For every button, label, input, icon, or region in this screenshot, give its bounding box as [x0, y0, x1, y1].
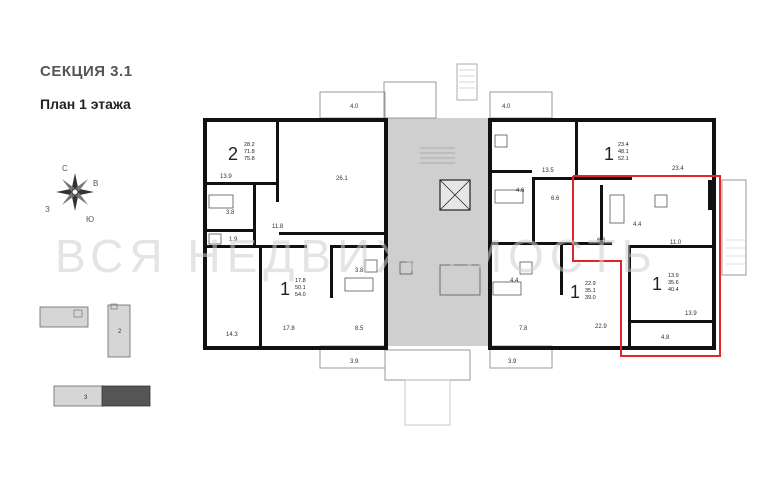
room-area: 4.4 — [510, 278, 519, 284]
room-area: 4.0 — [502, 104, 511, 110]
apartment-living-area: 17.8 — [295, 278, 306, 284]
key-plan-label-2: 2 — [118, 329, 122, 335]
apartment-badge-1b: 1 17.8 50.1 54.0 — [280, 278, 306, 299]
room-area: 4.4 — [633, 222, 642, 228]
room-area: 3.8 — [355, 268, 364, 274]
selected-apartment-outline — [572, 175, 721, 357]
apartment-living-area: 28.2 — [244, 142, 255, 148]
room-area: 4.6 — [516, 188, 525, 194]
apartment-living-area: 22.9 — [585, 281, 596, 287]
interior-walls — [203, 122, 712, 346]
apartment-full-area: 40.4 — [668, 287, 679, 293]
room-area: 26.1 — [336, 176, 348, 182]
key-plan: 2 3 — [39, 303, 151, 407]
apartment-total-area: 35.6 — [668, 280, 679, 286]
apartment-rooms: 1 — [652, 274, 662, 294]
room-area: 14.3 — [226, 332, 238, 338]
apartment-full-area: 39.0 — [585, 295, 596, 301]
apartment-rooms: 1 — [280, 279, 290, 299]
room-area: 11.8 — [272, 224, 284, 230]
bathroom-fixtures — [208, 134, 668, 296]
compass-rose-icon: С В Ю З — [45, 164, 98, 224]
room-area: 3.9 — [350, 359, 359, 365]
apartment-badge-1c: 1 22.9 35.1 39.0 — [570, 281, 596, 302]
stairs — [420, 147, 455, 164]
section-title: СЕКЦИЯ 3.1 — [40, 63, 133, 80]
apartment-total-area: 71.8 — [244, 149, 255, 155]
room-area-labels: 4.0 4.0 13.9 26.1 3.8 11.8 1.9 4.6 13.5 … — [220, 104, 697, 365]
room-area: 6.6 — [551, 196, 560, 202]
apartment-rooms: 1 — [570, 282, 580, 302]
apartment-badge-2: 2 28.2 71.8 75.8 — [228, 142, 255, 164]
floor-title: План 1 этажа — [40, 96, 131, 112]
apartment-full-area: 52.1 — [618, 156, 629, 162]
room-area: 8.5 — [355, 326, 364, 332]
core-stairwell — [388, 118, 490, 346]
apartment-total-area: 48.1 — [618, 149, 629, 155]
room-area: 13.5 — [542, 168, 554, 174]
exterior-walls — [203, 118, 716, 350]
room-area: 1.9 — [229, 237, 238, 243]
room-area: 4.0 — [350, 104, 359, 110]
compass-east: В — [93, 179, 98, 188]
apartment-full-area: 54.0 — [295, 292, 306, 298]
room-area: 11.0 — [670, 240, 682, 246]
room-area: 13.9 — [685, 311, 697, 317]
apartment-living-area: 13.9 — [668, 273, 679, 279]
room-area: 7.8 — [519, 326, 528, 332]
room-area: 13.9 — [220, 174, 232, 180]
apartment-rooms: 1 — [604, 144, 614, 164]
key-plan-label-3: 3 — [84, 395, 88, 401]
apartment-full-area: 75.8 — [244, 156, 255, 162]
room-area: 17.8 — [283, 326, 295, 332]
watermark: ВСЯ НЕДВИЖИМОСТЬ — [55, 230, 658, 282]
apartment-badge-1a: 1 23.4 48.1 52.1 — [604, 142, 629, 164]
room-area: 4.8 — [661, 335, 670, 341]
apartment-badge-1d: 1 13.9 35.6 40.4 — [652, 273, 679, 294]
room-area: 3.9 — [508, 359, 517, 365]
compass-north: С — [62, 164, 68, 173]
compass-west: З — [45, 205, 50, 214]
apartment-rooms: 2 — [228, 144, 238, 164]
apartment-living-area: 23.4 — [618, 142, 629, 148]
apartment-total-area: 35.1 — [585, 288, 596, 294]
apartment-total-area: 50.1 — [295, 285, 306, 291]
compass-south: Ю — [86, 215, 94, 224]
room-area: 22.9 — [595, 324, 607, 330]
room-area: 3.8 — [226, 210, 235, 216]
room-area: 6.3 — [597, 238, 606, 244]
room-area: 23.4 — [672, 166, 684, 172]
